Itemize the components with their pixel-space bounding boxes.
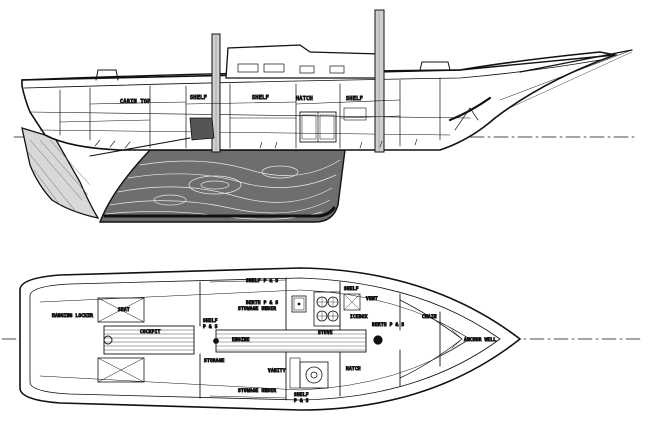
label-shelf-left-2: P & S xyxy=(203,324,218,330)
label-seat: SEAT xyxy=(118,307,130,313)
label-berth-top: BERTH P & S xyxy=(246,300,278,306)
cabin-port xyxy=(263,63,285,73)
label-shelf-bottom: SHELF xyxy=(294,392,309,398)
galley-stove xyxy=(313,291,341,327)
label-shelf-mid: SHELF xyxy=(252,95,269,101)
mast-step xyxy=(373,335,383,345)
label-engine: ENGINE xyxy=(232,337,250,343)
cockpit-locker-port xyxy=(97,297,145,323)
cabin-sole-planks xyxy=(215,333,367,351)
label-cabin-top: CABIN TOP xyxy=(120,99,151,105)
label-storage-under: STORAGE xyxy=(204,358,225,364)
prop-shaft xyxy=(89,137,191,157)
label-vent: VENT xyxy=(366,296,378,302)
hull xyxy=(21,51,618,151)
label-chain-locker: CHAIN xyxy=(422,314,437,320)
rudder-grain xyxy=(27,139,91,213)
label-anchor-well: ANCHOR WELL xyxy=(464,337,496,343)
interior-shelves xyxy=(59,99,401,123)
forward-hatch-plan xyxy=(343,293,361,311)
plan-view: SHELF P & S BERTH P & S STOWAGE UNDER SH… xyxy=(1,267,641,411)
main-mast xyxy=(374,9,385,153)
cockpit-locker-stbd xyxy=(97,357,145,383)
binnacle xyxy=(103,335,113,345)
cabin-port xyxy=(299,65,315,74)
aft-hatch xyxy=(95,69,119,81)
label-shelf-fwd: SHELF xyxy=(346,96,363,102)
label-stove: STOVE xyxy=(318,330,333,336)
bowsprit xyxy=(519,49,633,73)
label-hatch-plan: HATCH xyxy=(346,366,361,372)
interior-bulkheads xyxy=(59,77,441,149)
keel xyxy=(98,149,346,223)
profile-view: CABIN TOP SHELF SHELF HATCH SHELF xyxy=(13,9,635,223)
label-icebox: ICEBOX xyxy=(350,314,368,320)
engine-profile xyxy=(189,117,215,141)
label-hanging-locker: HANGING LOCKER xyxy=(52,313,93,319)
label-stowage-top: STOWAGE UNDER xyxy=(238,306,276,312)
label-shelf-fwd-top: SHELF xyxy=(344,286,359,292)
floor-frames xyxy=(94,138,418,149)
label-hatch: HATCH xyxy=(296,96,313,102)
label-cockpit: COCKPIT xyxy=(140,329,161,335)
label-shelf-aft: SHELF xyxy=(190,95,207,101)
vanity-unit xyxy=(289,357,301,389)
label-vanity: VANITY xyxy=(268,368,286,374)
forward-hatch xyxy=(419,61,451,71)
galley-sink xyxy=(291,295,307,313)
label-stowage-bottom: STOWAGE UNDER xyxy=(238,388,276,394)
cabin-port xyxy=(237,63,259,73)
label-berth-fwd: BERTH P & S xyxy=(372,322,404,328)
label-shelf-bottom-2: P & S xyxy=(294,398,309,404)
cockpit-slats xyxy=(103,329,195,351)
mizzen-step xyxy=(213,338,219,344)
cabin-port xyxy=(329,65,345,74)
label-shelf-top: SHELF P & S xyxy=(246,278,278,284)
label-shelf-left: SHELF xyxy=(203,318,218,324)
